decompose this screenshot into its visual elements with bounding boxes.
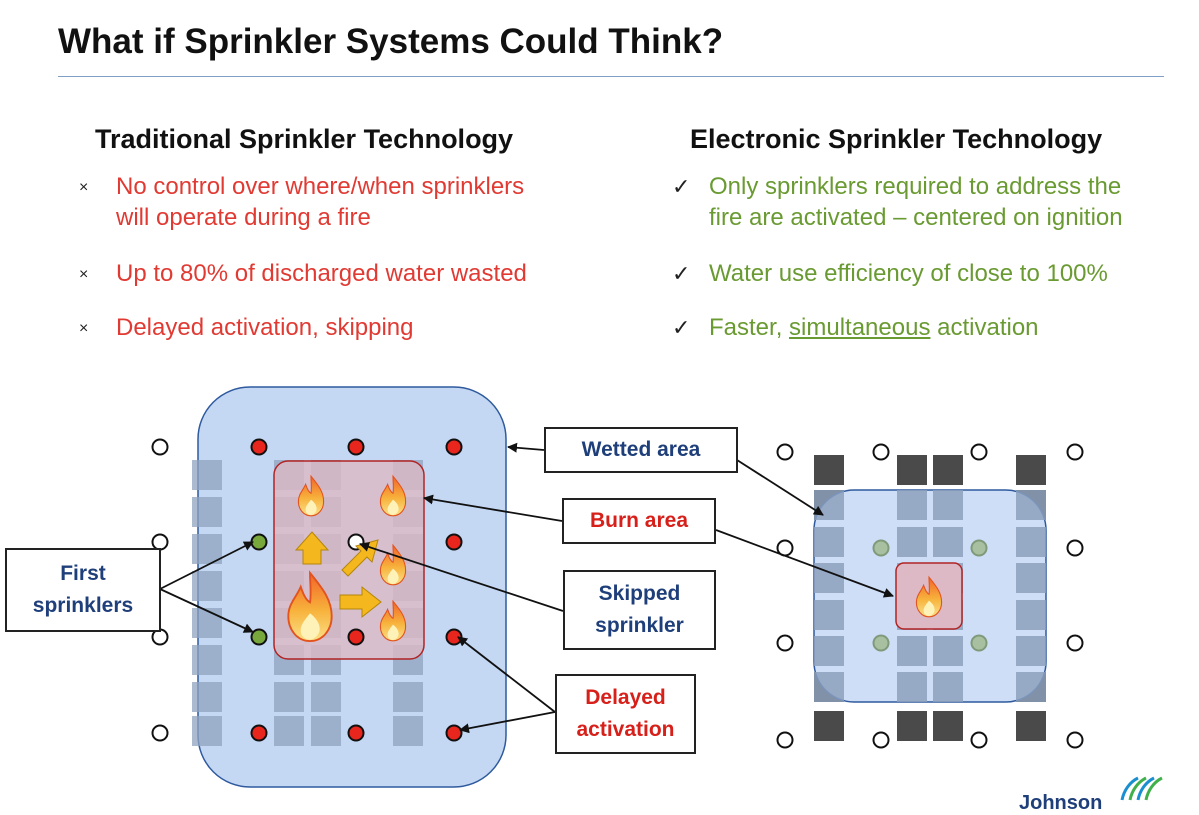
right-inner-tiles [814,490,1046,702]
first-sprinkler [250,533,268,551]
logo-icon [1120,776,1163,801]
company-logo-text: Johnson [1019,792,1103,814]
check-mark-icon: ✓ [672,261,691,286]
activated-sprinkler [347,628,365,646]
electronic-heading: Electronic Sprinkler Technology [690,124,1103,154]
flow-arrow-icon [339,585,382,619]
idle-sprinkler [776,443,794,461]
title-divider [58,76,1164,77]
idle-sprinkler [970,443,988,461]
floor-tile [897,672,927,702]
idle-sprinkler [970,731,988,749]
floor-tile [933,490,963,520]
idle-sprinkler [1066,539,1084,557]
floor-tile [814,672,844,702]
floor-tile [311,716,341,746]
bullet-text: Faster, simultaneous activation [709,314,1039,341]
active-sprinkler [970,634,988,652]
right-sprinklers [776,443,1084,749]
floor-tile [1016,672,1046,702]
floor-tile [1016,563,1046,593]
floor-tile [192,716,222,746]
floor-tile [1016,455,1046,485]
check-mark-icon: ✓ [672,174,691,199]
idle-sprinkler [151,724,169,742]
active-sprinkler [872,634,890,652]
floor-tile [274,716,304,746]
bullet-text: No control over where/when sprinklers wi… [116,173,525,231]
idle-sprinkler [1066,443,1084,461]
idle-sprinkler [776,731,794,749]
floor-tile [933,711,963,741]
activated-sprinkler [445,533,463,551]
floor-tile [192,645,222,675]
floor-tile [814,490,844,520]
floor-tile [933,455,963,485]
underlined-word: simultaneous [789,314,931,341]
floor-tile [192,608,222,638]
floor-tile [393,716,423,746]
idle-sprinkler [872,443,890,461]
activated-sprinkler [347,724,365,742]
floor-tile [897,527,927,557]
floor-tile [1016,636,1046,666]
left-sprinklers [151,438,463,742]
idle-sprinkler [872,731,890,749]
active-sprinkler [970,539,988,557]
bullet-text: Up to 80% of discharged water wasted [116,260,527,287]
floor-tile [933,672,963,702]
wetted-area-label: Wetted area [544,427,738,473]
floor-tile [192,571,222,601]
idle-sprinkler [1066,731,1084,749]
floor-tile [393,682,423,712]
idle-sprinkler [151,438,169,456]
x-mark-icon: × [79,320,89,337]
floor-tile [1016,600,1046,630]
bullet-text: Only sprinklers required to address the … [709,173,1123,231]
bullet-text: Delayed activation, skipping [116,314,414,341]
bullet-text: Water use efficiency of close to 100% [709,260,1108,287]
floor-tile [192,460,222,490]
floor-tile [1016,711,1046,741]
traditional-heading: Traditional Sprinkler Technology [95,124,514,154]
floor-tile [274,682,304,712]
floor-tile [933,527,963,557]
flow-arrow-icon [294,531,330,565]
idle-sprinkler [1066,634,1084,652]
floor-tile [933,636,963,666]
floor-tile [192,534,222,564]
activated-sprinkler [250,438,268,456]
activated-sprinkler [445,438,463,456]
first-sprinkler [250,628,268,646]
activated-sprinkler [250,724,268,742]
floor-tile [1016,527,1046,557]
idle-sprinkler [776,634,794,652]
floor-tile [814,711,844,741]
x-mark-icon: × [79,266,89,283]
slide-title: What if Sprinkler Systems Could Think? [58,22,724,61]
activated-sprinkler [445,724,463,742]
floor-tile [897,636,927,666]
floor-tile [897,490,927,520]
floor-tile [814,455,844,485]
floor-tile [1016,490,1046,520]
floor-tile [814,600,844,630]
floor-tile [814,636,844,666]
floor-tile [897,711,927,741]
activated-sprinkler [347,438,365,456]
floor-tile [192,682,222,712]
burn-area-label: Burn area [562,498,716,544]
floor-tile [311,682,341,712]
active-sprinkler [872,539,890,557]
floor-tile [897,455,927,485]
floor-tile [192,497,222,527]
check-mark-icon: ✓ [672,315,691,340]
floor-tile [814,527,844,557]
x-mark-icon: × [79,179,89,196]
